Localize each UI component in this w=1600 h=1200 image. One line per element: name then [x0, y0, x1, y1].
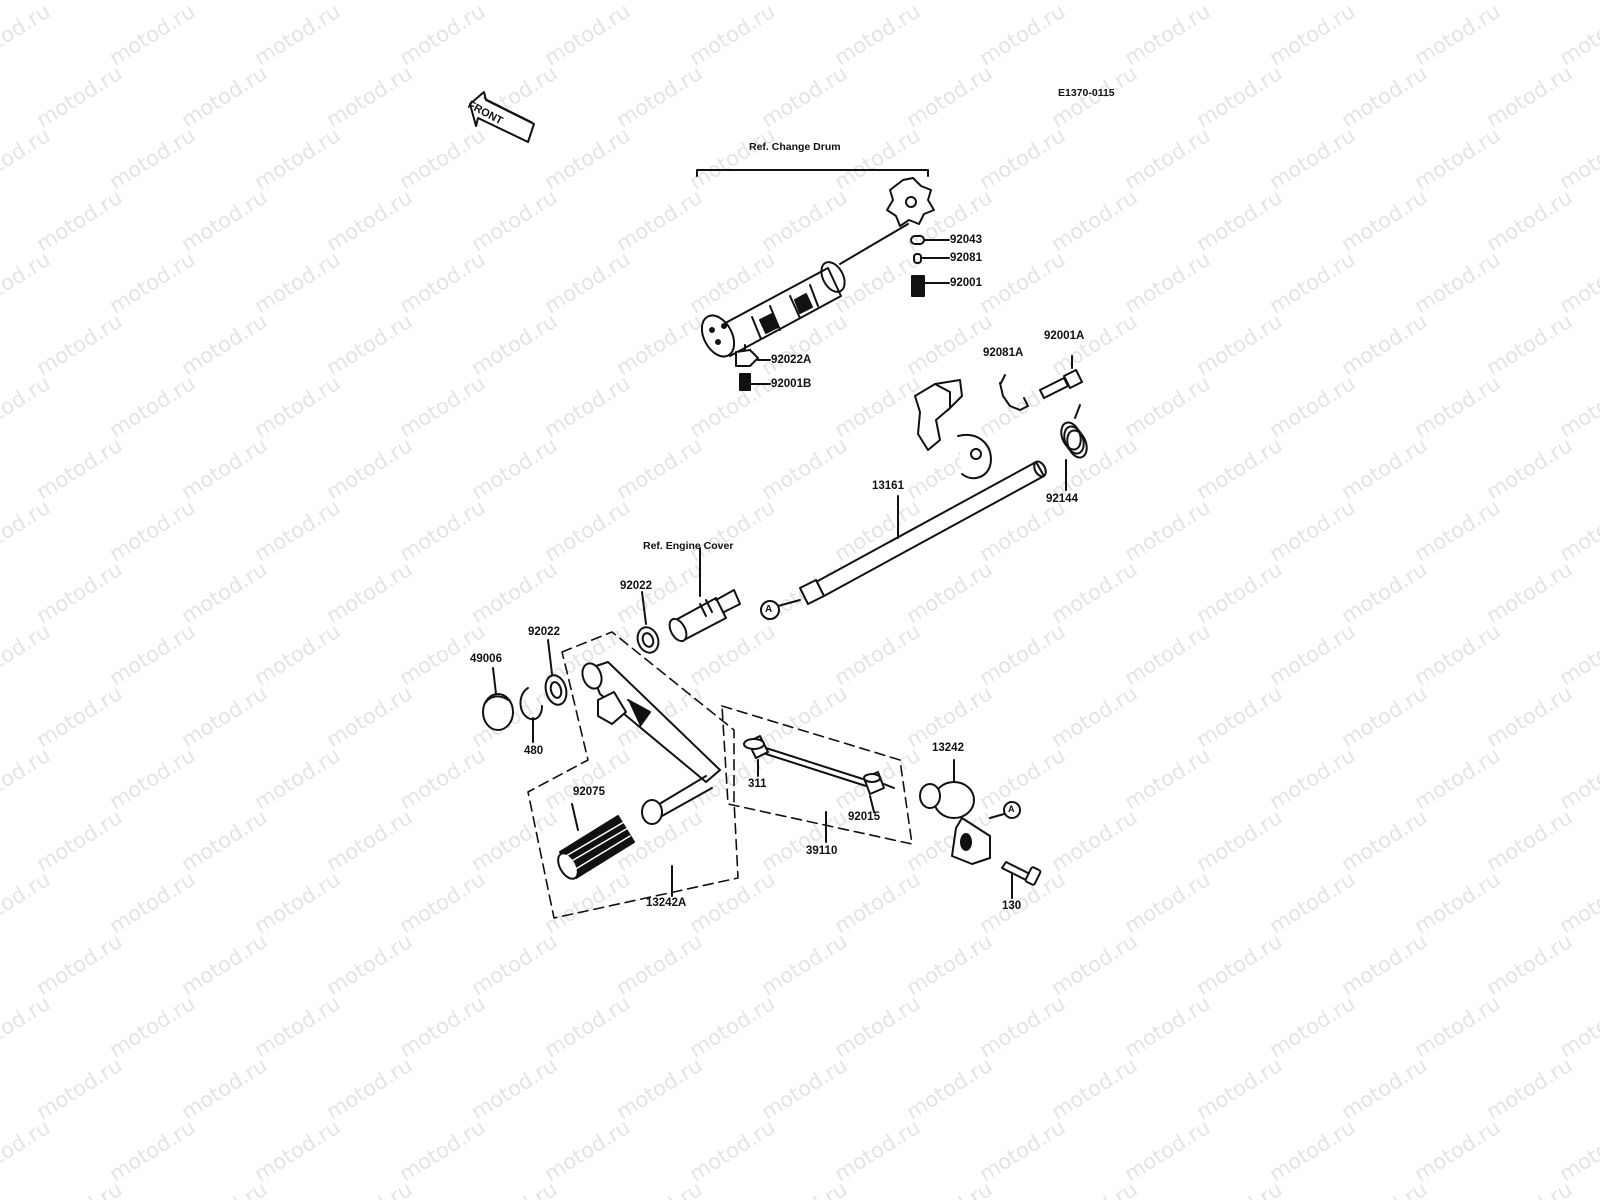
marker-a-right-label: A	[1008, 804, 1015, 814]
label-92022a: 92022A	[771, 354, 812, 366]
tie-rod-39110	[743, 735, 895, 843]
washer-92022-lower	[544, 639, 568, 706]
label-92022-upper: 92022	[620, 580, 652, 592]
label-92075: 92075	[573, 786, 605, 798]
ref-change-drum: Ref. Change Drum	[749, 141, 841, 153]
label-92081: 92081	[950, 252, 982, 264]
washer-92022-upper	[636, 591, 660, 654]
cap-49006	[482, 667, 514, 731]
shift-shaft-13161	[799, 379, 1047, 605]
label-130: 130	[1002, 900, 1022, 912]
diagram-id: E1370-0115	[1058, 87, 1115, 99]
circlip-480	[519, 687, 543, 743]
label-13242a: 13242A	[646, 897, 687, 909]
spring-92144	[1060, 404, 1088, 491]
spring-92081a	[999, 374, 1029, 411]
marker-a-left-icon	[760, 600, 780, 620]
label-13242: 13242	[932, 742, 964, 754]
marker-a-right-icon	[1003, 801, 1021, 819]
label-39110: 39110	[806, 845, 838, 857]
label-49006: 49006	[470, 653, 502, 665]
pedal-group-box	[527, 631, 739, 919]
label-92015: 92015	[848, 811, 880, 823]
shift-lever-13242	[919, 759, 1005, 865]
label-92043: 92043	[950, 234, 982, 246]
front-arrow-icon	[469, 91, 535, 143]
small-parts-92043-92001	[910, 235, 950, 297]
label-92144: 92144	[1046, 493, 1078, 505]
bolt-130	[1001, 861, 1042, 899]
change-drum	[700, 223, 909, 358]
label-92001b: 92001B	[771, 378, 812, 390]
label-92022-lower: 92022	[528, 626, 560, 638]
change-drum-ref-bracket	[696, 169, 929, 177]
rubber-92075	[557, 803, 635, 880]
label-92001: 92001	[950, 277, 982, 289]
engine-cover-stud	[668, 547, 741, 643]
marker-a-left-label: A	[765, 604, 773, 615]
drum-plate-and-screw	[735, 344, 771, 391]
ref-engine-cover: Ref. Engine Cover	[643, 540, 734, 552]
label-92001a: 92001A	[1044, 330, 1085, 342]
label-480: 480	[524, 745, 544, 757]
shift-pedal-13242a	[581, 661, 721, 825]
rod-group-box	[721, 705, 913, 845]
cam-plate	[886, 177, 935, 227]
label-13161: 13161	[872, 480, 904, 492]
label-92081a: 92081A	[983, 347, 1024, 359]
pin-92001a	[1039, 355, 1083, 399]
label-311: 311	[748, 778, 767, 790]
